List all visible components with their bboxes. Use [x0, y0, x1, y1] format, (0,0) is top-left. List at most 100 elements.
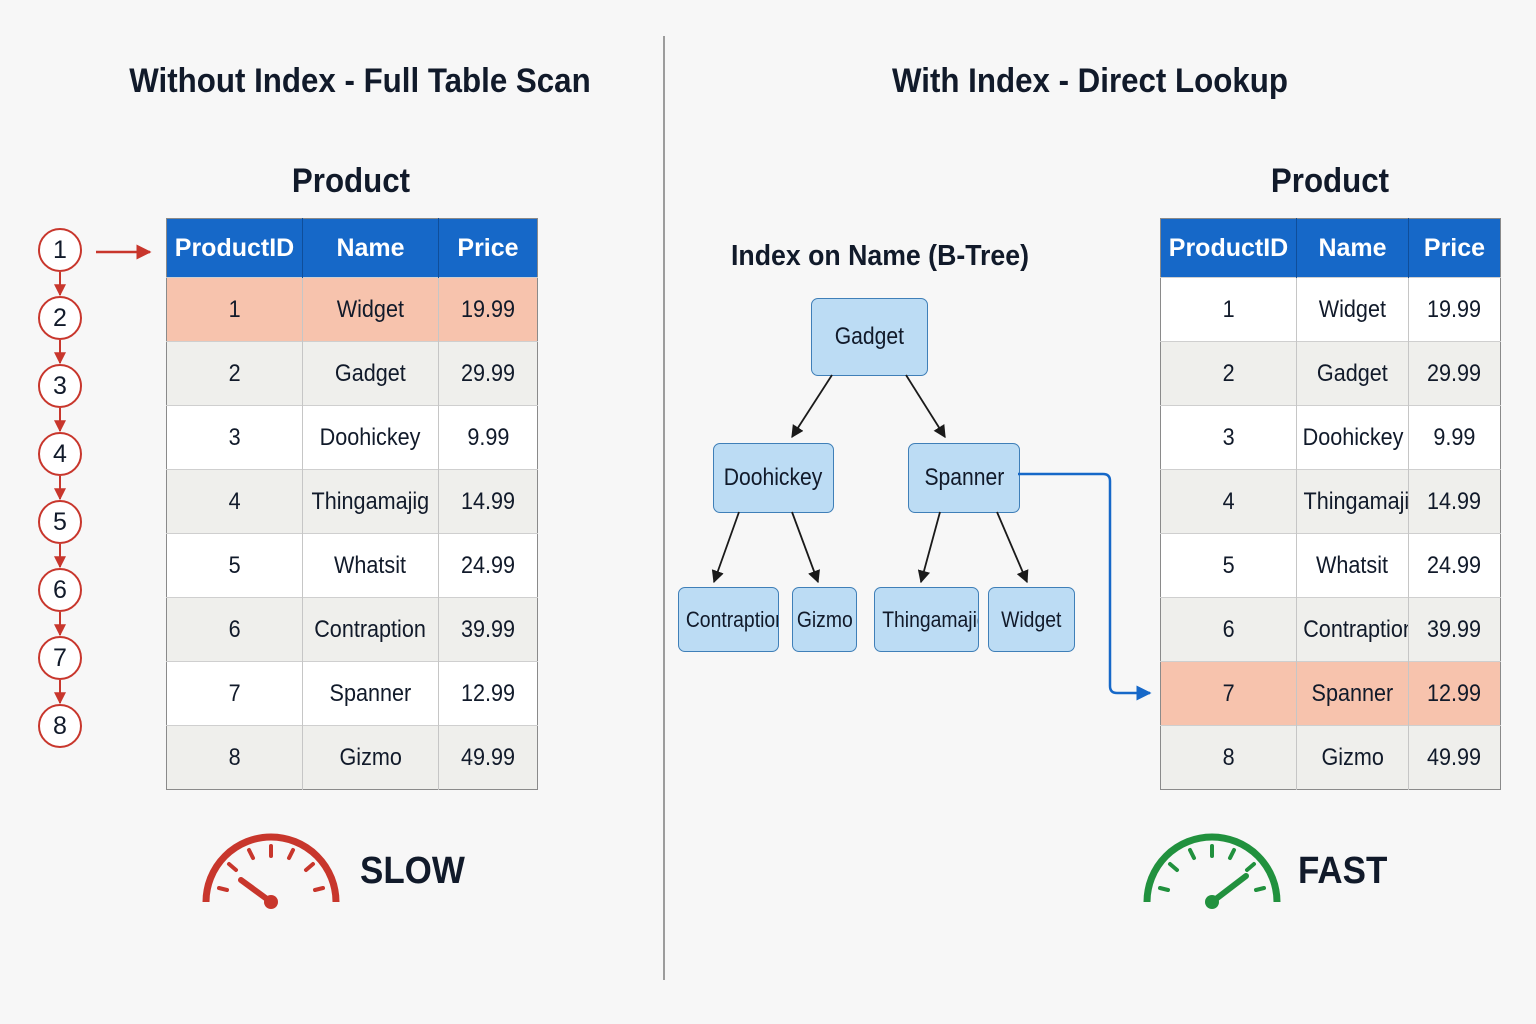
btree-leaf-3: Thingamajig — [874, 587, 979, 652]
scan-step-circle: 2 — [38, 296, 82, 340]
cell-text: 5 — [228, 551, 241, 579]
cell-text: 3 — [228, 423, 241, 451]
cell-text: 8 — [1222, 743, 1235, 771]
btree-edge — [791, 374, 833, 439]
cell-productid: 1 — [166, 277, 303, 342]
column-header-price: Price — [1408, 218, 1501, 278]
cell-price: 19.99 — [438, 277, 538, 342]
cell-text: 1 — [228, 295, 241, 323]
btree-node-label: Widget — [1001, 607, 1062, 632]
cell-price: 12.99 — [1408, 661, 1501, 726]
btree-edge — [711, 511, 740, 584]
cell-text: 6 — [1222, 615, 1235, 643]
lookup-arrow — [1018, 472, 1152, 701]
btree-edge — [905, 374, 946, 439]
cell-name: Gadget — [1296, 341, 1409, 406]
panel-divider — [663, 36, 665, 980]
cell-name: Doohickey — [302, 405, 439, 470]
cell-text: Thingamajig — [311, 487, 430, 515]
btree-node-label: Doohickey — [724, 464, 823, 491]
cell-text: Contraption — [314, 615, 427, 643]
btree-leaf-4: Widget — [988, 587, 1075, 652]
cell-text: 2 — [1222, 359, 1235, 387]
btree-node-label: Contraption — [685, 607, 779, 632]
cell-productid: 4 — [166, 469, 303, 534]
slow-gauge-icon — [202, 833, 340, 909]
cell-productid: 6 — [1160, 597, 1297, 662]
cell-name: Contraption — [1296, 597, 1409, 662]
cell-text: Doohickey — [320, 423, 421, 451]
cell-price: 9.99 — [438, 405, 538, 470]
fast-gauge-icon — [1143, 833, 1281, 909]
cell-text: Gadget — [1317, 359, 1388, 387]
cell-text: 5 — [1222, 551, 1235, 579]
table-row: 6 Contraption 39.99 — [166, 597, 538, 662]
table-row: 1 Widget 19.99 — [166, 277, 538, 342]
cell-text: Whatsit — [334, 551, 407, 579]
cell-productid: 7 — [1160, 661, 1297, 726]
cell-price: 39.99 — [438, 597, 538, 662]
scan-step-circle: 5 — [38, 500, 82, 544]
table-row: 4 Thingamajig 14.99 — [166, 469, 538, 534]
btree-edge — [996, 511, 1029, 584]
cell-productid: 3 — [1160, 405, 1297, 470]
left-table-caption: Product — [291, 162, 411, 200]
cell-text: Gizmo — [1321, 743, 1384, 771]
scan-step-circle: 1 — [38, 228, 82, 272]
cell-text: 14.99 — [460, 487, 516, 515]
scan-step-circle: 7 — [38, 636, 82, 680]
scan-step-circle: 3 — [38, 364, 82, 408]
cell-productid: 7 — [166, 661, 303, 726]
cell-text: Spanner — [329, 679, 412, 707]
cell-text: 19.99 — [1427, 295, 1482, 323]
cell-name: Gizmo — [302, 725, 439, 790]
cell-name: Whatsit — [302, 533, 439, 598]
cell-text: Contraption — [1303, 615, 1409, 643]
cell-text: 49.99 — [460, 743, 516, 771]
cell-text: 24.99 — [460, 551, 516, 579]
cell-price: 19.99 — [1408, 277, 1501, 342]
cell-text: 14.99 — [1427, 487, 1482, 515]
cell-text: 6 — [228, 615, 241, 643]
cell-text: 7 — [228, 679, 241, 707]
full-scan-title: Without Index - Full Table Scan — [129, 62, 591, 100]
cell-price: 24.99 — [438, 533, 538, 598]
cell-price: 24.99 — [1408, 533, 1501, 598]
cell-name: Widget — [302, 277, 439, 342]
cell-name: Widget — [1296, 277, 1409, 342]
cell-text: 29.99 — [1427, 359, 1482, 387]
cell-name: Whatsit — [1296, 533, 1409, 598]
cell-text: 3 — [1222, 423, 1235, 451]
cell-text: Thingamajig — [1303, 487, 1409, 515]
cell-productid: 8 — [1160, 725, 1297, 790]
cell-name: Thingamajig — [1296, 469, 1409, 534]
cell-price: 14.99 — [438, 469, 538, 534]
btree-edge — [917, 511, 941, 584]
cell-text: Whatsit — [1316, 551, 1389, 579]
btree-leaf-1: Contraption — [678, 587, 779, 652]
cell-price: 12.99 — [438, 661, 538, 726]
cell-name: Spanner — [1296, 661, 1409, 726]
cell-name: Contraption — [302, 597, 439, 662]
cell-productid: 2 — [166, 341, 303, 406]
btree-node-label: Spanner — [924, 464, 1004, 491]
cell-name: Thingamajig — [302, 469, 439, 534]
cell-productid: 8 — [166, 725, 303, 790]
cell-productid: 5 — [166, 533, 303, 598]
cell-text: Spanner — [1311, 679, 1394, 707]
cell-text: 39.99 — [460, 615, 516, 643]
cell-text: 24.99 — [1427, 551, 1482, 579]
cell-productid: 5 — [1160, 533, 1297, 598]
btree-node-label: Gizmo — [796, 607, 853, 632]
cell-name: Doohickey — [1296, 405, 1409, 470]
cell-text: 19.99 — [460, 295, 516, 323]
scan-step-circle: 6 — [38, 568, 82, 612]
cell-price: 49.99 — [1408, 725, 1501, 790]
cell-text: Gadget — [335, 359, 406, 387]
cell-price: 29.99 — [1408, 341, 1501, 406]
